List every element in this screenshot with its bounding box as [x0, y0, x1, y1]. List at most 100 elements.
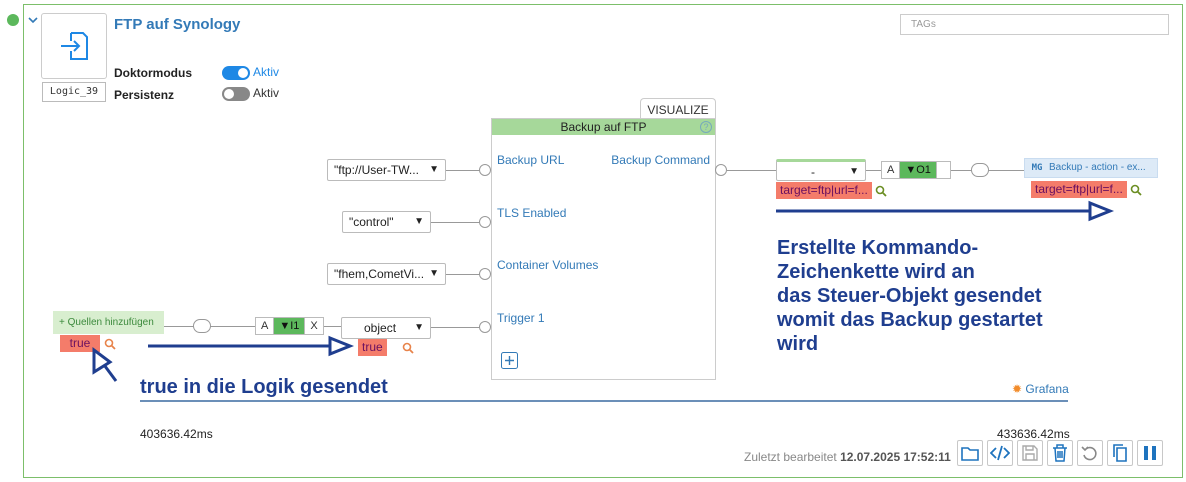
junction-icon[interactable] — [193, 319, 211, 333]
chevron-down-icon: ▼ — [429, 164, 439, 175]
chevron-down-icon: ▼ — [429, 268, 439, 279]
annotation-right: Erstellte Kommando- Zeichenkette wird an… — [777, 236, 1043, 356]
output-port-backup-command: Backup Command — [611, 153, 710, 167]
volumes-value: "fhem,CometVi... — [334, 267, 425, 281]
block-title: Backup auf FTP — [492, 119, 715, 135]
tags-input[interactable]: TAGs — [900, 14, 1169, 35]
last-edited-label: Zuletzt bearbeitet — [744, 450, 837, 464]
grafana-label: Grafana — [1025, 382, 1069, 396]
connector-line — [431, 222, 486, 223]
grafana-link[interactable]: ✹ Grafana — [1012, 382, 1069, 396]
zoom-icon[interactable] — [402, 342, 414, 354]
chevron-down-icon: ▼ — [849, 166, 859, 177]
visualize-tab[interactable]: VISUALIZE — [640, 98, 716, 120]
chevron-down-icon: ▼ — [414, 216, 424, 227]
mg-label: Backup - action - ex... — [1049, 162, 1146, 173]
status-indicator — [7, 14, 19, 26]
filter-o1[interactable]: ▼O1 — [900, 162, 937, 178]
input-filter[interactable]: A ▼I1 X — [255, 317, 324, 335]
trash-icon — [1053, 444, 1067, 462]
backup-url-select[interactable]: "ftp://User-TW... ▼ — [327, 159, 446, 181]
page-title[interactable]: FTP auf Synology — [114, 16, 241, 33]
copy-icon — [1113, 444, 1127, 462]
connector-line — [446, 274, 486, 275]
persistenz-label: Persistenz — [114, 88, 175, 102]
save-button[interactable] — [1017, 440, 1043, 466]
annotation-line: wird — [777, 333, 819, 355]
input-port-container-volumes: Container Volumes — [497, 258, 599, 272]
source-payload[interactable]: true — [60, 335, 100, 352]
output-select[interactable]: -▼ — [776, 159, 866, 181]
annotation-line: Zeichenkette wird an — [777, 261, 975, 283]
filter-x[interactable]: X — [310, 320, 318, 332]
filter-a[interactable]: A — [256, 318, 275, 334]
mg-prefix: MG — [1031, 163, 1043, 173]
input-socket[interactable] — [479, 268, 491, 280]
timestamp-start: 403636.42ms — [140, 427, 213, 441]
zoom-icon[interactable] — [104, 338, 116, 350]
tls-select[interactable]: "control"▼ — [342, 211, 431, 233]
output-socket[interactable] — [715, 164, 727, 176]
connector-line — [164, 326, 341, 327]
connector-line — [727, 170, 1024, 171]
trigger-select[interactable]: object ▼ — [341, 317, 431, 339]
help-icon[interactable]: ? — [700, 121, 712, 133]
logic-id: Logic_39 — [42, 82, 106, 102]
chevron-down-icon[interactable] — [27, 14, 39, 26]
annotation-line: das Steuer-Objekt gesendet — [777, 285, 1042, 307]
persistenz-state: Aktiv — [253, 86, 280, 100]
persistenz-toggle[interactable] — [222, 87, 250, 101]
open-folder-button[interactable] — [957, 440, 983, 466]
last-edited: Zuletzt bearbeitet 12.07.2025 17:52:11 — [744, 450, 951, 464]
input-socket[interactable] — [479, 321, 491, 333]
add-input-icon[interactable] — [501, 352, 518, 369]
delete-button[interactable] — [1047, 440, 1073, 466]
input-socket[interactable] — [479, 164, 491, 176]
connector-line — [431, 327, 486, 328]
backup-url-value: "ftp://User-TW... — [334, 163, 419, 177]
last-edited-date: 12.07.2025 17:52:11 — [840, 450, 951, 464]
connector-line — [446, 170, 486, 171]
output-filter[interactable]: A ▼O1 — [881, 161, 951, 179]
message-group-target[interactable]: MG Backup - action - ex... — [1024, 158, 1158, 178]
doktormodus-toggle[interactable] — [222, 66, 250, 80]
input-port-tls-enabled: TLS Enabled — [497, 206, 567, 220]
filter-i1[interactable]: ▼I1 — [274, 318, 306, 334]
timestamp-end: 433636.42ms — [997, 427, 1070, 441]
output-select-value: - — [811, 165, 815, 179]
save-icon — [1022, 445, 1038, 461]
add-sources-button[interactable]: + Quellen hinzufügen — [53, 311, 164, 334]
trigger-payload[interactable]: true — [358, 339, 387, 356]
code-view-button[interactable] — [987, 440, 1013, 466]
filter-a[interactable]: A — [882, 162, 901, 178]
undo-icon — [1081, 446, 1097, 461]
logic-icon — [41, 13, 107, 79]
timeline-bar — [140, 400, 1068, 402]
pause-icon — [1144, 446, 1156, 460]
trigger-value: object — [364, 321, 397, 335]
sign-in-icon — [61, 32, 88, 60]
doktormodus-label: Doktormodus — [114, 66, 192, 80]
annotation-left: true in die Logik gesendet — [140, 376, 388, 398]
volumes-select[interactable]: "fhem,CometVi... ▼ — [327, 263, 446, 285]
grafana-icon: ✹ — [1012, 382, 1023, 396]
input-port-backup-url: Backup URL — [497, 153, 565, 167]
chevron-down-icon: ▼ — [414, 322, 424, 333]
logic-card-frame — [23, 4, 1183, 478]
pause-button[interactable] — [1137, 440, 1163, 466]
doktormodus-state: Aktiv — [253, 65, 280, 79]
copy-button[interactable] — [1107, 440, 1133, 466]
zoom-icon[interactable] — [1130, 184, 1142, 196]
folder-icon — [961, 447, 979, 461]
annotation-line: womit das Backup gestartet — [777, 309, 1043, 331]
output-payload[interactable]: target=ftp|url=f... — [776, 182, 872, 199]
input-port-trigger-1: Trigger 1 — [497, 311, 545, 325]
junction-icon[interactable] — [971, 163, 989, 177]
mg-payload[interactable]: target=ftp|url=f... — [1031, 181, 1127, 198]
filter-i1-label: I1 — [290, 320, 300, 332]
undo-button[interactable] — [1077, 440, 1103, 466]
zoom-icon[interactable] — [875, 185, 887, 197]
logic-block[interactable]: Backup auf FTP ? Backup URL TLS Enabled … — [491, 118, 716, 380]
input-socket[interactable] — [479, 216, 491, 228]
